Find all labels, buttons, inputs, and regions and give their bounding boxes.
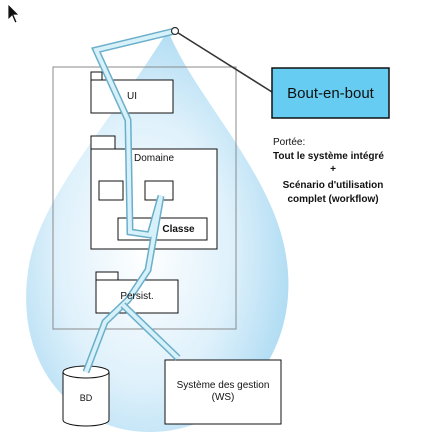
domaine-package-label: Domaine bbox=[133, 153, 175, 164]
persist-package-label: Persist. bbox=[120, 291, 154, 302]
domain-class-left bbox=[98, 180, 124, 201]
connector-anchor bbox=[170, 26, 180, 36]
ui-package bbox=[90, 71, 174, 114]
mouse-cursor-icon bbox=[7, 3, 20, 24]
ui-package-label: UI bbox=[127, 91, 137, 102]
external-system-line1: Système des gestion bbox=[176, 380, 270, 391]
scope-intro: Portée: bbox=[273, 137, 306, 148]
scope-connector-line bbox=[174, 30, 273, 93]
scope-line1: Tout le système intégré bbox=[273, 151, 384, 162]
external-system-line2: (WS) bbox=[211, 392, 235, 403]
bout-en-bout-box bbox=[271, 67, 390, 119]
bout-en-bout-label: Bout-en-bout bbox=[287, 85, 374, 102]
scope-plus: + bbox=[330, 164, 336, 175]
scope-line3: complet (workflow) bbox=[287, 194, 379, 205]
classe-label: Classe bbox=[162, 224, 195, 235]
path-branch-ws-inner bbox=[121, 303, 180, 360]
database-label: BD bbox=[79, 393, 93, 403]
scope-line2: Scénario d'utilisation bbox=[282, 180, 384, 191]
persist-package bbox=[95, 271, 179, 314]
external-system-box bbox=[164, 359, 282, 425]
end-to-end-path-inner bbox=[84, 29, 176, 373]
